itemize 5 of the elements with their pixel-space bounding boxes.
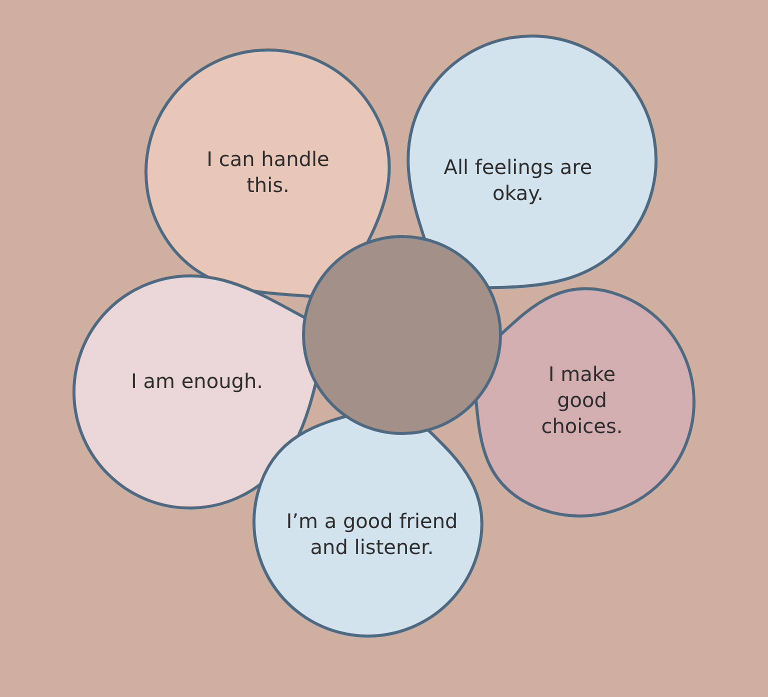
affirmation-text: I can handle this. bbox=[206, 146, 330, 198]
affirmation-text: I’m a good friend and listener. bbox=[285, 508, 459, 560]
affirmation-text: All feelings are okay. bbox=[443, 154, 593, 206]
affirmation-text: I am enough. bbox=[130, 368, 264, 394]
affirmation-text: I make good choices. bbox=[540, 361, 624, 439]
